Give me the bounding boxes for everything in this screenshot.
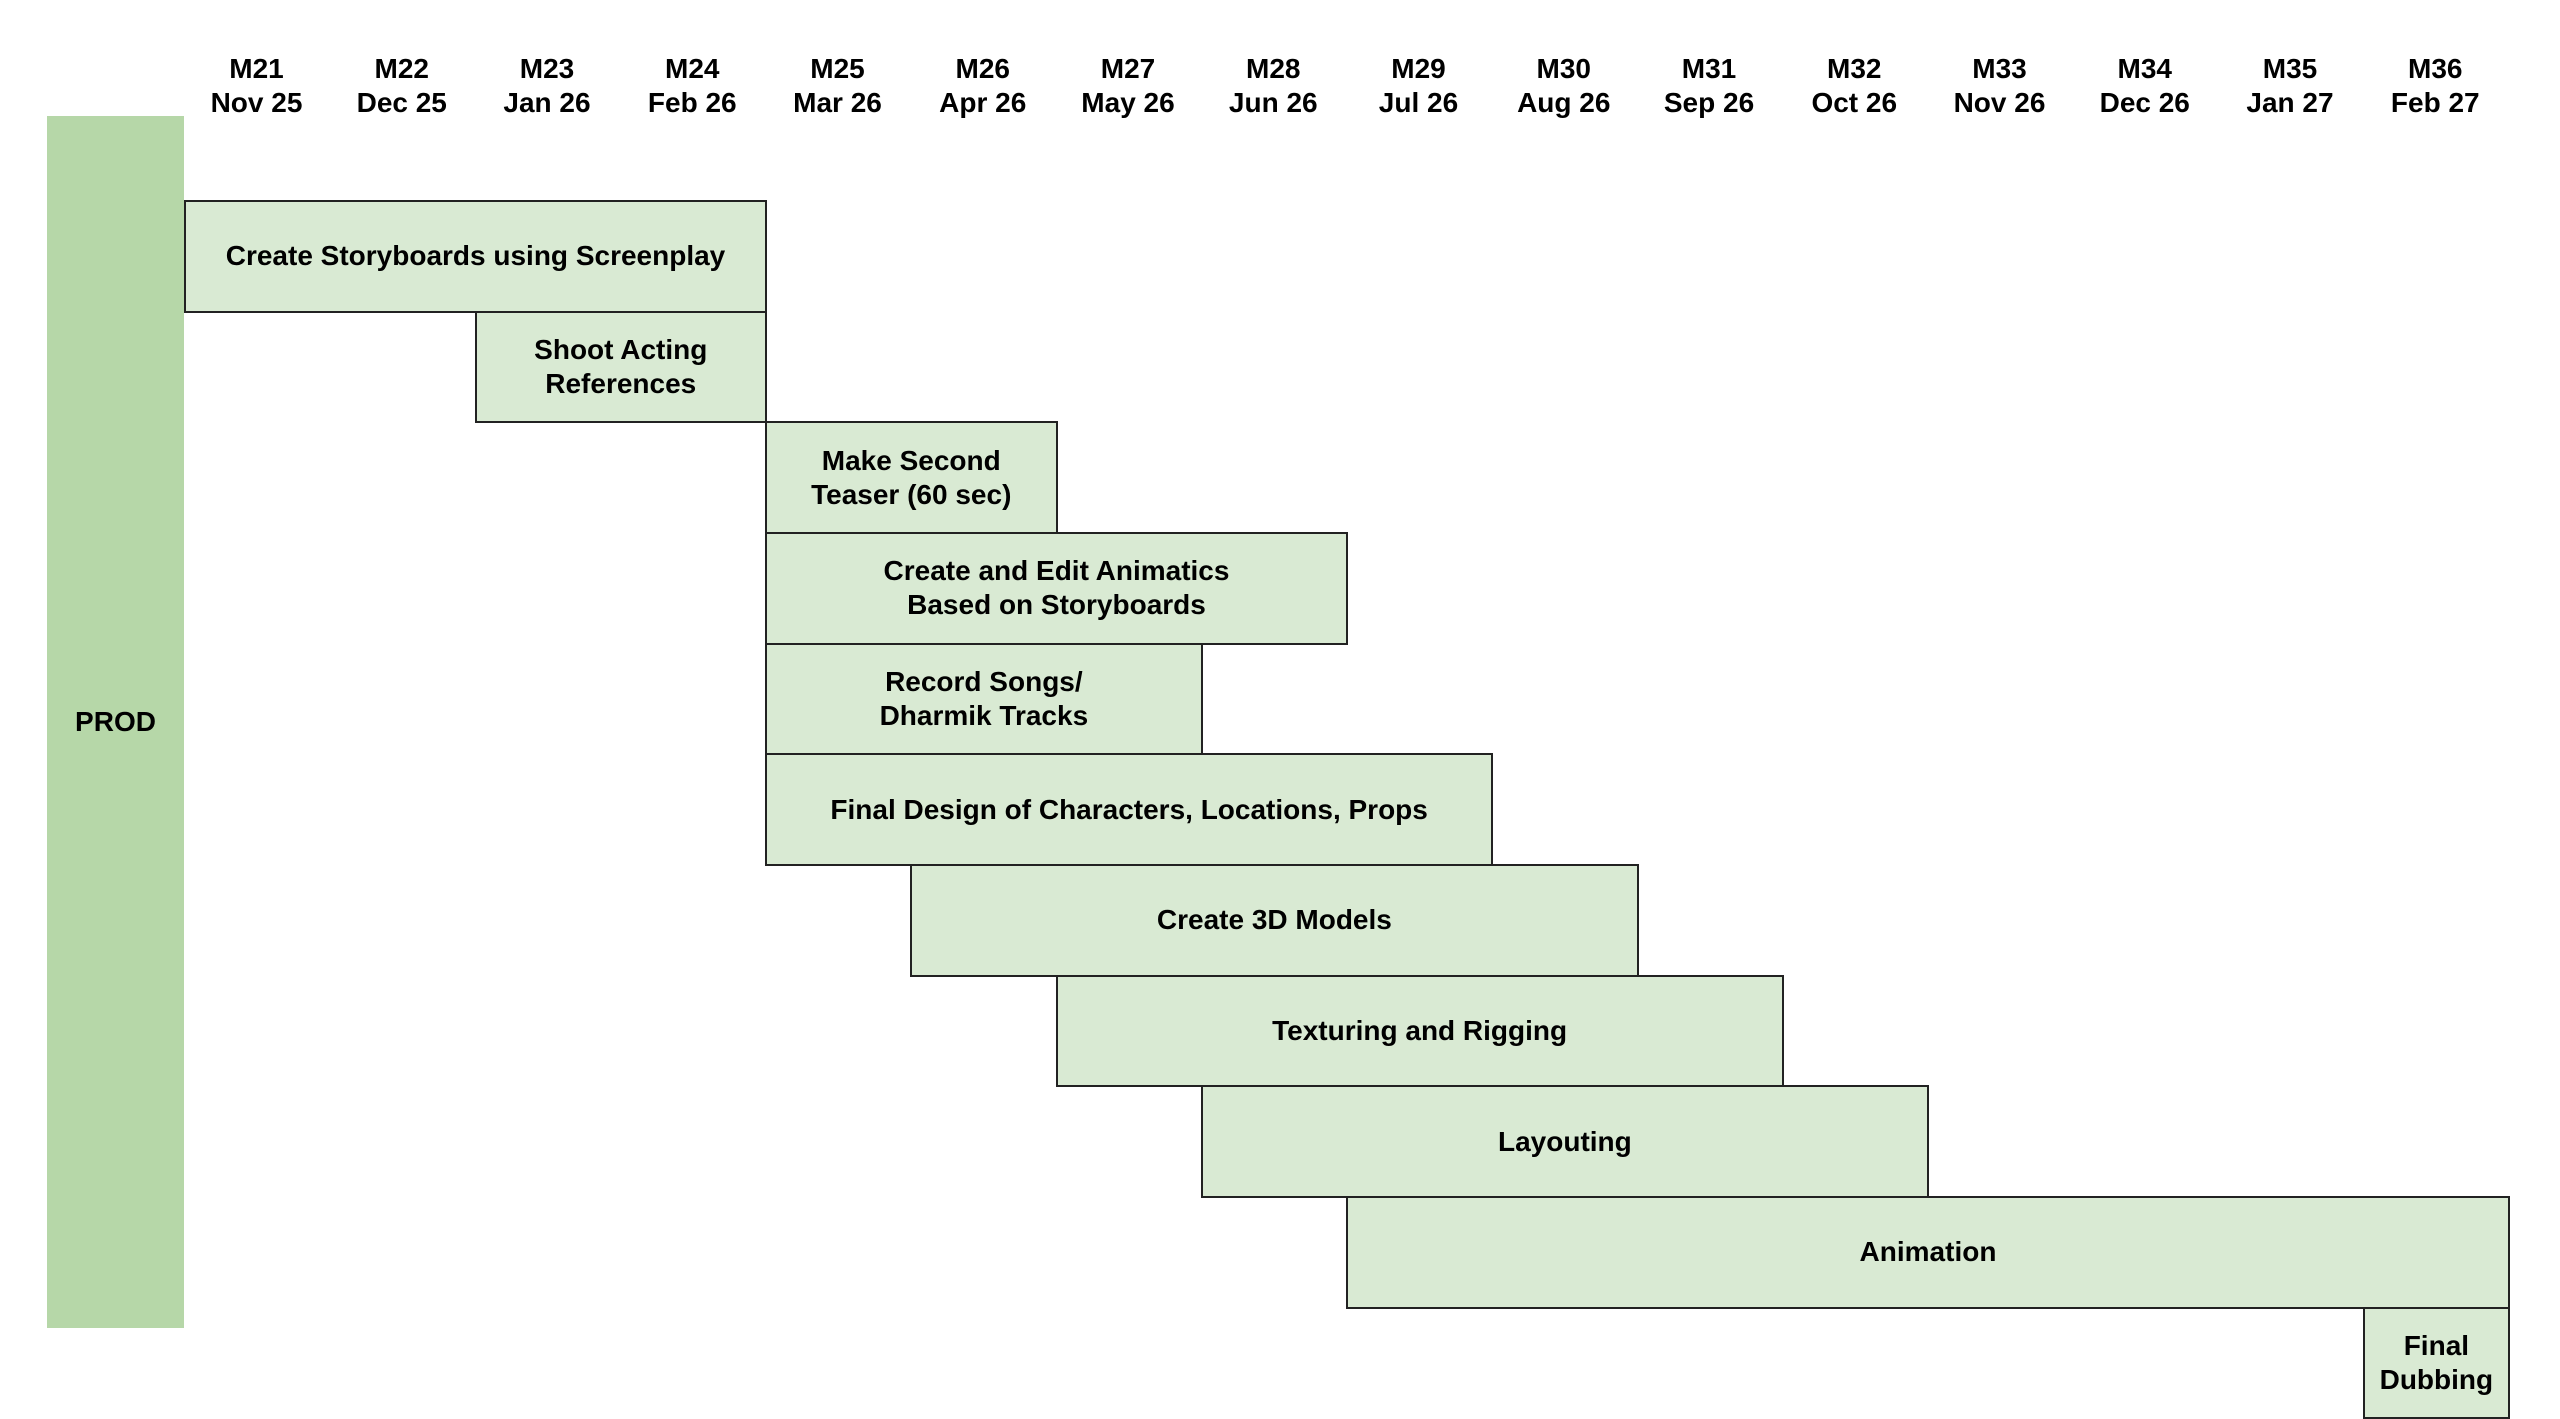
month-code: M24: [665, 53, 720, 84]
month-date: Dec 25: [356, 87, 447, 118]
month-date: Feb 26: [647, 87, 737, 118]
month-code: M31: [1681, 53, 1737, 84]
month-date: Jun 26: [1228, 87, 1318, 118]
month-date: Mar 26: [793, 87, 882, 118]
month-date: Dec 26: [2099, 87, 2190, 118]
month-code: M27: [1100, 53, 1156, 84]
task-label: Make Second Teaser (60 sec): [811, 444, 1012, 510]
task-bar: Final Dubbing: [2362, 1306, 2510, 1419]
month-code: M35: [2262, 53, 2318, 84]
month-date: Sep 26: [1663, 87, 1755, 118]
month-code: M29: [1391, 53, 1446, 84]
month-code: M30: [1536, 53, 1591, 84]
month-code: M36: [2408, 53, 2463, 84]
task-label: Record Songs/ Dharmik Tracks: [879, 666, 1089, 731]
month-code: M23: [519, 53, 575, 84]
task-bar: Create 3D Models: [910, 864, 1639, 977]
task-label: Animation: [1859, 1236, 1997, 1268]
task-bar: Final Design of Characters, Locations, P…: [765, 753, 1494, 866]
task-bar: Make Second Teaser (60 sec): [765, 421, 1058, 534]
month-code: M34: [2117, 53, 2172, 84]
task-bar: Create Storyboards using Screenplay: [184, 200, 767, 313]
task-bar: Record Songs/ Dharmik Tracks: [765, 642, 1203, 756]
phase-label-prod: PROD: [47, 116, 184, 1328]
month-code: M25: [810, 53, 865, 84]
task-label: Create and Edit Animatics Based on Story…: [883, 555, 1230, 621]
month-date: Jul 26: [1378, 87, 1459, 118]
month-date: Nov 25: [210, 87, 303, 118]
month-date: Feb 27: [2390, 87, 2480, 118]
month-code: M28: [1246, 53, 1301, 84]
month-date: Oct 26: [1811, 87, 1898, 118]
task-bar: Create and Edit Animatics Based on Story…: [765, 532, 1348, 645]
task-label: Shoot Acting References: [534, 333, 708, 399]
month-code: M21: [229, 53, 284, 84]
month-date: May 26: [1081, 87, 1175, 118]
month-code: M22: [374, 53, 429, 84]
task-bar: Texturing and Rigging: [1055, 974, 1784, 1088]
task-bar: Layouting: [1200, 1085, 1929, 1199]
phase-text: PROD: [75, 706, 156, 737]
month-code: M32: [1827, 53, 1882, 84]
task-label: Create 3D Models: [1156, 904, 1392, 936]
task-label: Create Storyboards using Screenplay: [225, 240, 726, 272]
task-bar: Animation: [1346, 1196, 2510, 1309]
task-label: Layouting: [1497, 1125, 1632, 1157]
month-date: Nov 26: [1953, 87, 2046, 118]
month-date: Jan 26: [503, 87, 591, 118]
task-label: Final Dubbing: [2379, 1330, 2494, 1396]
month-date: Aug 26: [1517, 87, 1611, 118]
task-label: Texturing and Rigging: [1272, 1015, 1568, 1047]
month-date: Apr 26: [939, 87, 1027, 118]
month-code: M26: [955, 53, 1010, 84]
month-code: M33: [1972, 53, 2027, 84]
month-date: Jan 27: [2246, 87, 2334, 118]
task-label: Final Design of Characters, Locations, P…: [830, 793, 1428, 825]
task-bar: Shoot Acting References: [474, 310, 767, 424]
